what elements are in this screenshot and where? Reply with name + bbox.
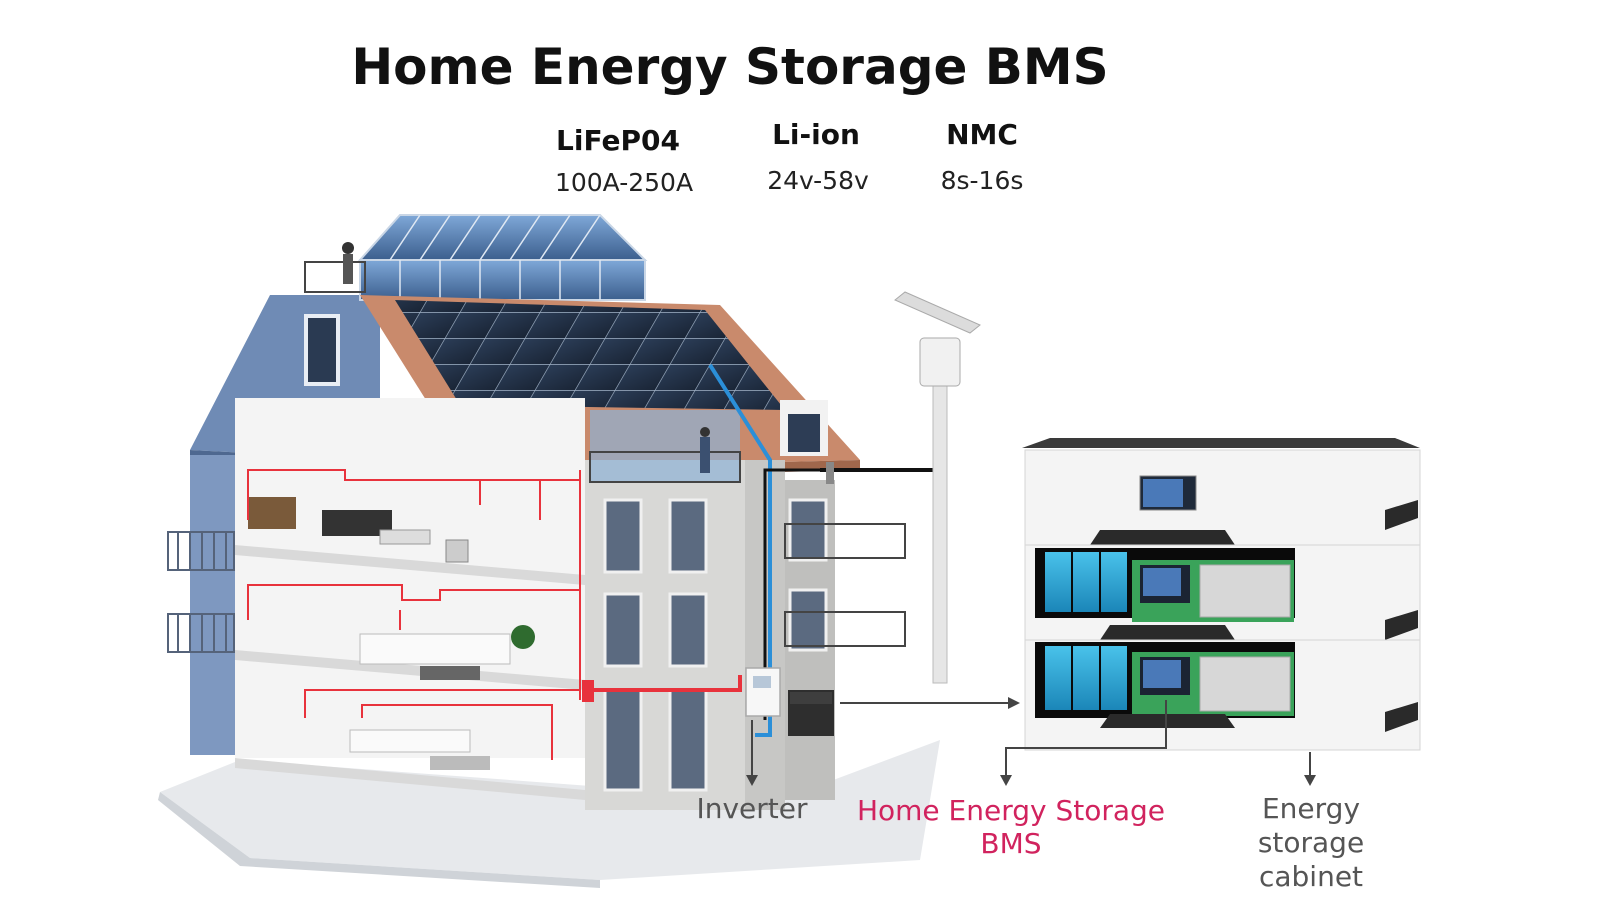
house-interior-cutaway: [235, 398, 585, 800]
spec-nmc-name: NMC: [946, 118, 1018, 151]
page-title: Home Energy Storage BMS: [351, 38, 1109, 96]
energy-storage-cabinet: [1022, 438, 1421, 751]
house-battery-unit: [788, 690, 834, 736]
red-junction: [582, 680, 594, 702]
inverter-unit: [745, 667, 781, 717]
spec-nmc-value: 8s-16s: [940, 166, 1024, 195]
spec-liion-value: 24v-58v: [767, 166, 869, 195]
inverter-label: Inverter: [696, 792, 808, 825]
spec-lifepo4-value: 100A-250A: [554, 168, 694, 197]
black-grid-feed: [763, 468, 825, 720]
red-power-wiring: [247, 469, 581, 760]
callout-lines: [751, 700, 1311, 776]
red-main-feed: [585, 675, 742, 692]
spec-lifepo4-name: LiFeP04: [556, 124, 680, 157]
bms-label: Home Energy Storage BMS: [856, 794, 1166, 860]
connector-arrow: [840, 697, 1020, 709]
utility-pole: [894, 291, 981, 684]
spec-liion-name: Li-ion: [772, 118, 860, 151]
blue-solar-wiring: [708, 363, 772, 737]
cabinet-label: Energy storage cabinet: [1257, 792, 1365, 893]
callout-arrowheads: [746, 775, 1316, 786]
meter-box: [826, 462, 834, 484]
rooftop-greenhouse: [304, 214, 648, 301]
